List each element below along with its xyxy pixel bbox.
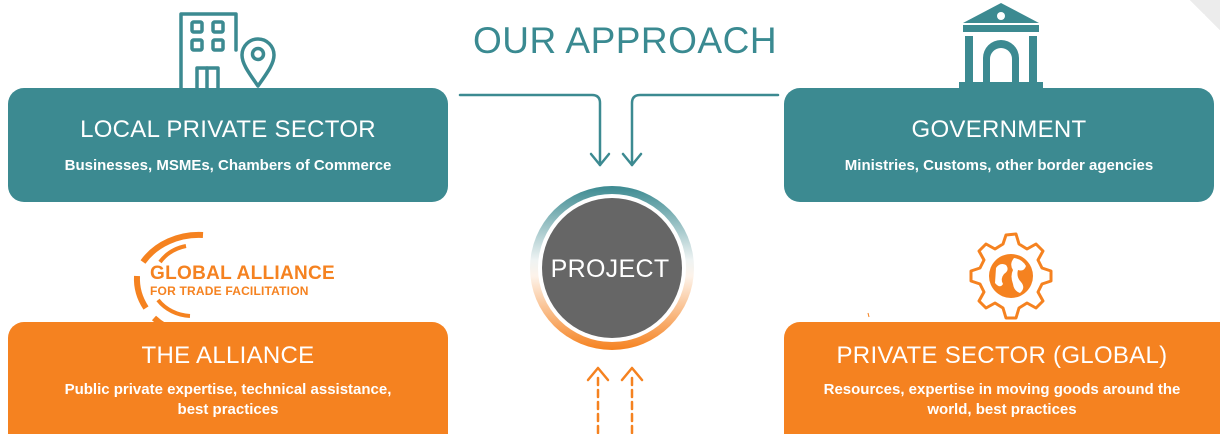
private-sector-global-description: Resources, expertise in moving goods aro…: [823, 381, 1181, 418]
government-building-icon: [959, 3, 1043, 88]
alliance-to-project-arrows: [586, 366, 644, 434]
building-location-icon: [179, 12, 276, 90]
globe-gear-icon: [969, 232, 1053, 320]
diagram-title: OUR APPROACH: [472, 20, 778, 61]
alliance-description: Public private expertise, technical assi…: [64, 381, 392, 418]
alliance-box: THE ALLIANCE Public private expertise, t…: [8, 322, 448, 434]
alliance-heading: THE ALLIANCE: [141, 342, 315, 369]
local-private-sector-box: LOCAL PRIVATE SECTOR Businesses, MSMEs, …: [8, 88, 448, 202]
local-private-sector-heading: LOCAL PRIVATE SECTOR: [80, 116, 376, 143]
stray-mark: [867, 312, 870, 318]
alliance-logo-line-1: GLOBAL ALLIANCE: [150, 263, 335, 284]
alliance-logo-line-2: FOR TRADE FACILITATION: [150, 284, 309, 298]
government-box: GOVERNMENT Ministries, Customs, other bo…: [784, 88, 1214, 202]
alliance-logo: [133, 231, 206, 340]
project-label: PROJECT: [550, 255, 670, 283]
alliance-logo-text: GLOBAL ALLIANCE FOR TRADE FACILITATION: [150, 263, 335, 299]
private-sector-global-box: PRIVATE SECTOR (GLOBAL) Resources, exper…: [784, 322, 1220, 434]
local-private-sector-description: Businesses, MSMEs, Chambers of Commerce: [64, 157, 392, 174]
page-corner-decoration: [1190, 0, 1220, 30]
government-description: Ministries, Customs, other border agenci…: [844, 157, 1154, 174]
project-node: [530, 186, 694, 350]
government-to-project-arrows: [458, 93, 780, 167]
private-sector-global-heading: PRIVATE SECTOR (GLOBAL): [836, 342, 1168, 369]
government-heading: GOVERNMENT: [911, 116, 1087, 143]
